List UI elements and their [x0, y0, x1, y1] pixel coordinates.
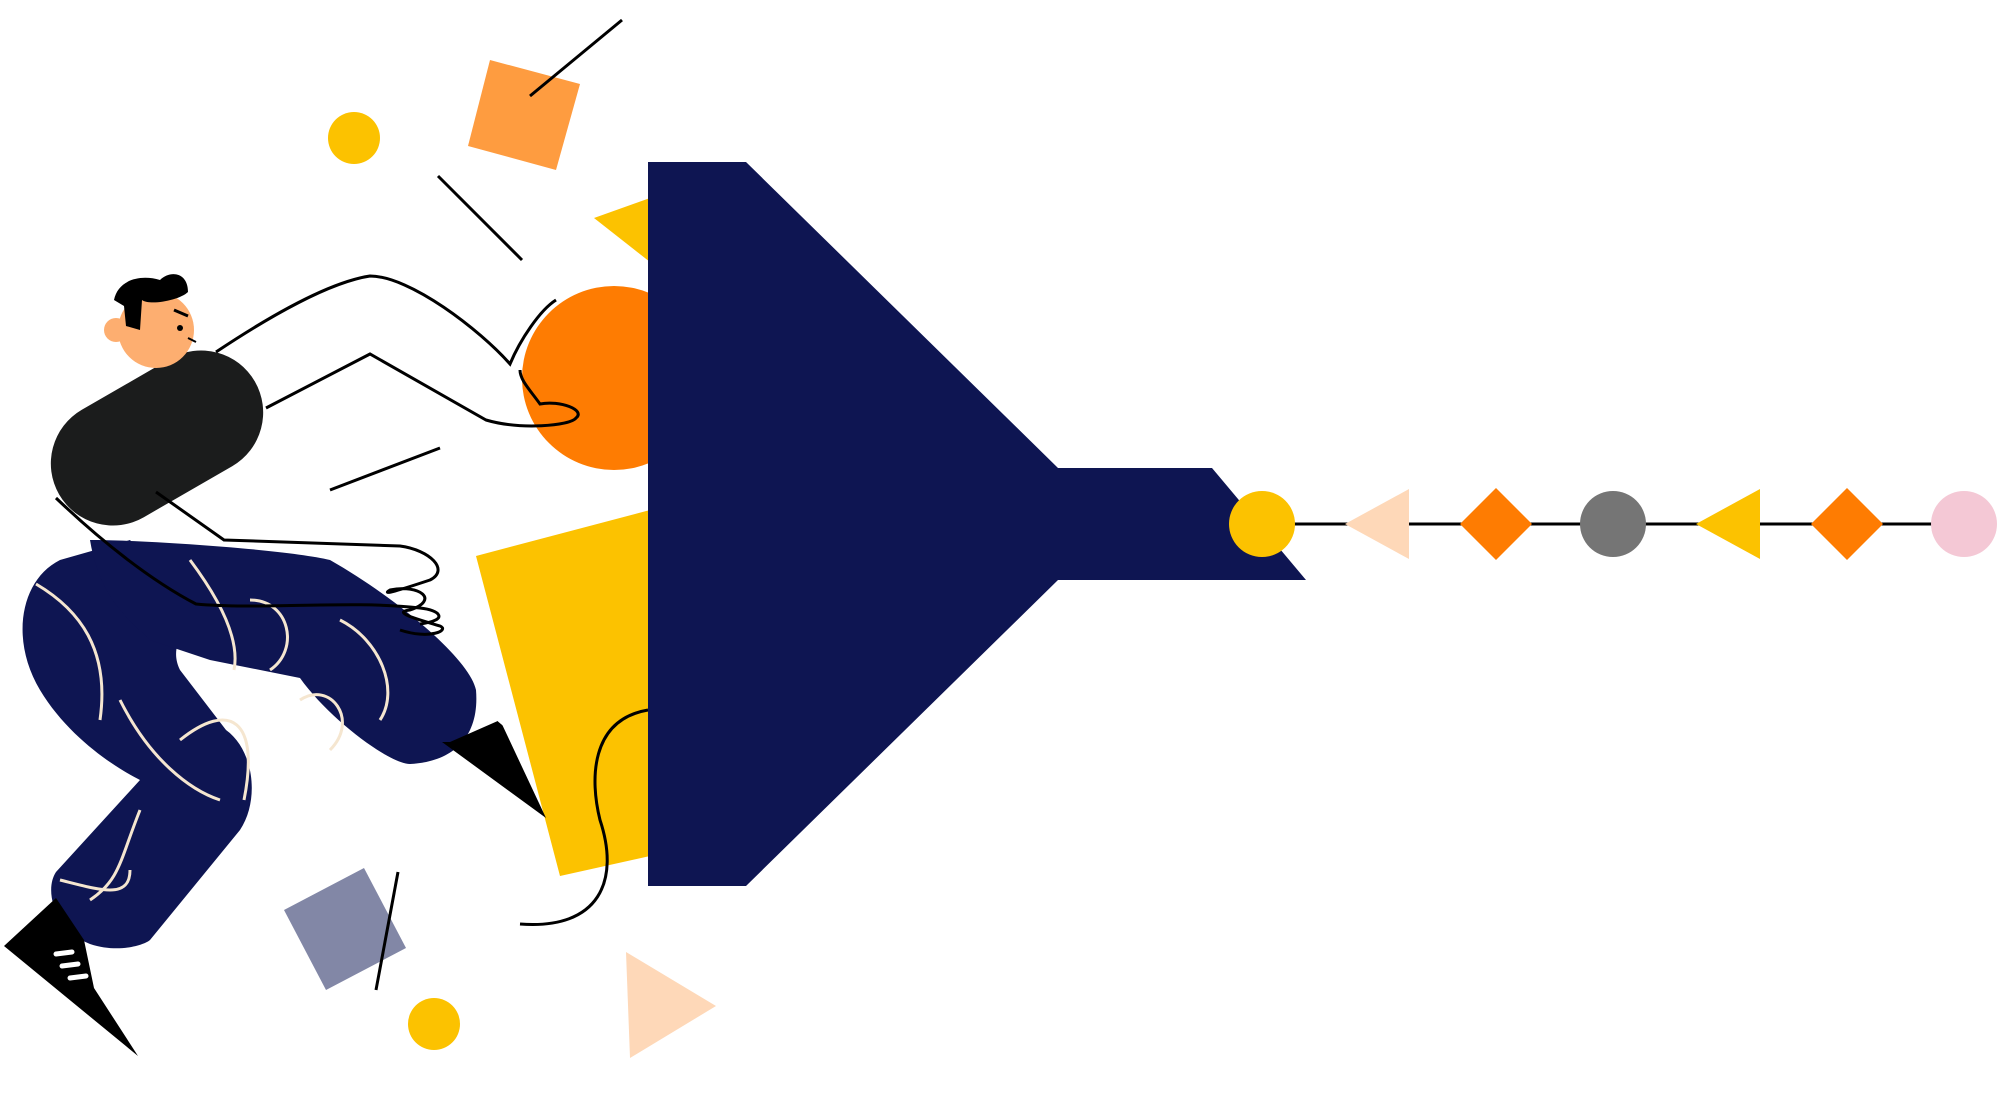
output-pink-circle	[1931, 491, 1997, 557]
yellow-block	[476, 510, 650, 876]
back-leg	[22, 540, 252, 949]
eyebrow	[173, 308, 189, 318]
yellow-triangle	[594, 198, 650, 262]
output-orange-diamond	[1460, 488, 1532, 560]
shoe-laces	[491, 703, 515, 733]
yellow-dot	[328, 112, 380, 164]
output-orange-diamond	[1811, 488, 1883, 560]
ear	[104, 318, 128, 342]
torso	[50, 350, 264, 526]
output-yellow-triangle	[1696, 489, 1760, 559]
navy-funnel	[648, 162, 1306, 886]
yellow-dot	[408, 998, 460, 1050]
hair	[114, 274, 188, 330]
slate-square	[284, 868, 406, 990]
motion-line	[329, 446, 441, 492]
orange-square	[468, 60, 580, 170]
shoe-laces	[53, 949, 89, 981]
arm-line-lower	[265, 352, 580, 428]
peach-triangle	[626, 952, 716, 1058]
output-gray-circle	[1580, 491, 1646, 557]
output-yellow-circle	[1229, 491, 1295, 557]
cable	[519, 708, 649, 926]
motion-line	[529, 18, 623, 98]
person-figure	[4, 274, 580, 1056]
motion-line	[374, 871, 400, 991]
arm-outline	[54, 496, 441, 626]
floating-shapes	[284, 18, 716, 1058]
eye	[177, 325, 183, 331]
motion-line	[436, 174, 524, 262]
front-shoe	[442, 720, 546, 818]
mouth	[187, 337, 197, 343]
leg-pattern	[35, 559, 390, 902]
arm-line-upper	[215, 274, 557, 367]
output-peach-triangle	[1345, 489, 1409, 559]
hand-outline	[155, 490, 444, 636]
output-shapes	[1229, 488, 1997, 560]
